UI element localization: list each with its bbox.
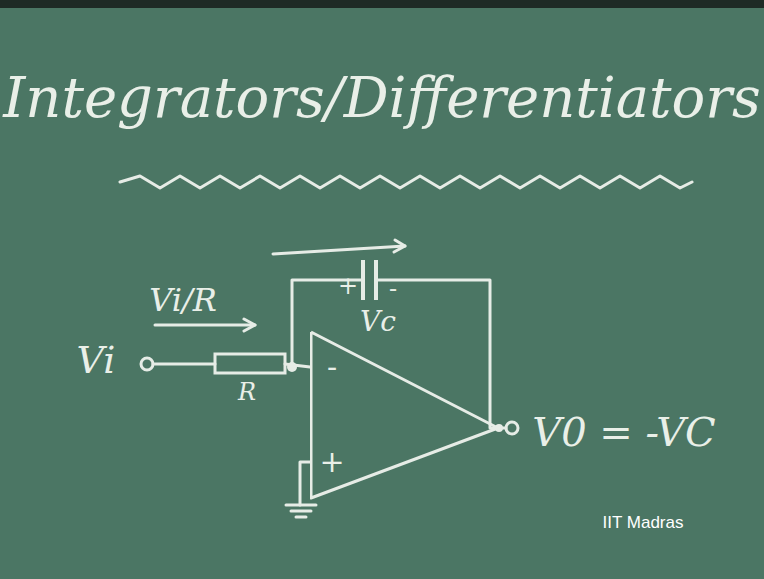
input-terminal [141,358,153,370]
wire [286,504,316,507]
output-equation: V0 = -VC [532,412,715,452]
wire [376,280,506,428]
capacitor-plate [361,260,365,300]
wire [153,363,215,366]
wire [291,510,311,513]
wire [244,319,255,331]
resistor-name: R [238,380,256,404]
wire [120,176,692,188]
wire-group [120,176,692,517]
output-terminal [506,422,518,434]
board-frame [0,0,764,8]
wire [155,324,255,327]
capacitor-voltage: Vc [360,308,396,336]
polarity-sign: - [389,277,397,301]
title: Integrators/Differentiators [0,70,764,126]
wire [394,240,405,252]
watermark: IIT Madras [603,514,684,531]
junction-dot [287,362,297,372]
resistor-symbol [215,354,285,373]
wire [296,516,306,519]
op-amp-input-sign: + [319,447,344,477]
op-amp-input-sign: - [327,352,337,382]
op-amp: -+ [310,330,500,500]
polarity-sign: + [338,274,358,298]
current-label: Vi/R [149,284,217,316]
op-amp-triangle [311,332,498,498]
wire [300,462,310,505]
wire [273,246,405,254]
input-signal: Vi [77,341,116,379]
capacitor-plate [374,260,378,300]
